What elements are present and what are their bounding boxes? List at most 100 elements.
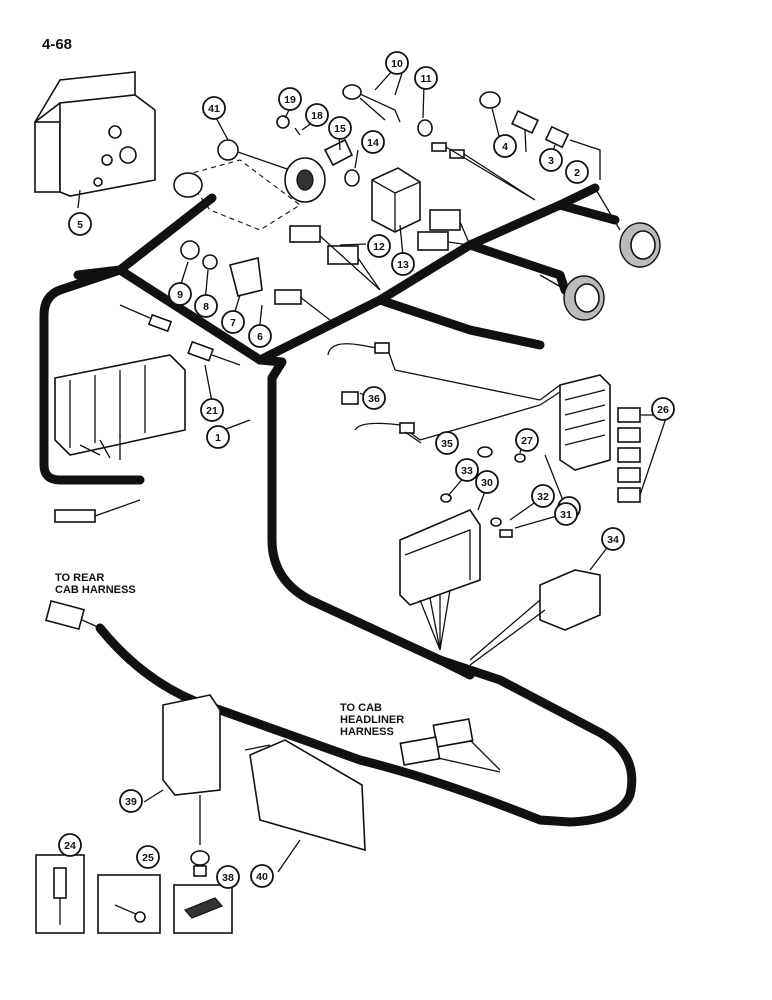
relays-26 <box>617 407 641 503</box>
callout-26: 26 <box>651 397 675 421</box>
callout-circle <box>58 833 82 857</box>
bracket-34 <box>469 569 601 666</box>
callout-6: 6 <box>248 324 272 348</box>
callout-number: 32 <box>537 491 549 503</box>
callout-circle <box>361 130 385 154</box>
callout-circle <box>328 116 352 140</box>
callout-7: 7 <box>221 310 245 334</box>
callout-circle <box>554 502 578 526</box>
callouts: 1234567891011121314151819212425262728303… <box>58 51 675 889</box>
callout-circle <box>221 310 245 334</box>
callout-38: 38 <box>216 865 240 889</box>
callout-14: 14 <box>361 130 385 154</box>
callout-27: 27 <box>515 428 539 452</box>
callout-34: 34 <box>601 527 625 551</box>
callout-circle <box>539 148 563 172</box>
callout-number: 10 <box>391 58 403 70</box>
lighter-2-3-4 <box>479 91 601 180</box>
callout-number: 21 <box>206 405 218 417</box>
label-line: CAB HARNESS <box>55 584 136 596</box>
callout-circle <box>248 324 272 348</box>
callout-number: 4 <box>502 141 508 153</box>
callout-8: 8 <box>194 294 218 318</box>
connector-21 <box>119 304 241 366</box>
callout-30: 30 <box>475 470 499 494</box>
callout-number: 14 <box>367 137 379 149</box>
switch-bank <box>54 354 186 523</box>
callout-number: 9 <box>177 289 183 301</box>
callout-9: 9 <box>168 282 192 306</box>
callout-number: 27 <box>521 435 533 447</box>
callout-number: 5 <box>77 219 83 231</box>
main-harness <box>39 183 637 827</box>
callout-21: 21 <box>200 398 224 422</box>
callout-number: 7 <box>230 317 236 329</box>
callout-number: 38 <box>222 872 234 884</box>
callout-number: 26 <box>657 404 669 416</box>
callout-circle <box>216 865 240 889</box>
callout-31: 31 <box>554 502 578 526</box>
callout-number: 30 <box>481 477 493 489</box>
callout-circle <box>651 397 675 421</box>
callout-35: 35 <box>435 431 459 455</box>
rear-cab-connector <box>45 599 101 631</box>
leader-lines <box>77 66 667 873</box>
callout-number: 8 <box>203 301 209 313</box>
to-rear-cab-harness-label: TO REAR CAB HARNESS <box>55 572 136 596</box>
switch-6-9 <box>180 240 331 321</box>
callout-number: 35 <box>441 438 453 450</box>
callout-25: 25 <box>136 845 160 869</box>
inset-24 <box>35 854 85 934</box>
callout-number: 24 <box>64 840 76 852</box>
callout-number: 39 <box>125 796 137 808</box>
callout-circle <box>194 294 218 318</box>
callout-10: 10 <box>385 51 409 75</box>
inset-25 <box>97 874 161 934</box>
callout-40: 40 <box>250 864 274 888</box>
round-connectors <box>539 187 661 321</box>
callout-number: 15 <box>334 123 346 135</box>
callout-number: 41 <box>208 103 220 115</box>
component-38 <box>190 850 210 877</box>
callout-number: 34 <box>607 534 619 546</box>
callout-number: 40 <box>256 871 268 883</box>
callout-number: 31 <box>560 509 572 521</box>
label-line: HARNESS <box>340 726 394 738</box>
callout-33: 33 <box>455 458 479 482</box>
callout-circle <box>168 282 192 306</box>
callout-circle <box>601 527 625 551</box>
headliner-connectors <box>399 718 501 773</box>
callout-circle <box>475 470 499 494</box>
callout-circle <box>278 87 302 111</box>
callout-3: 3 <box>539 148 563 172</box>
callout-5: 5 <box>68 212 92 236</box>
callout-number: 33 <box>461 465 473 477</box>
callout-13: 13 <box>391 252 415 276</box>
callout-circle <box>515 428 539 452</box>
fuse-panel-28 <box>539 374 611 471</box>
callout-15: 15 <box>328 116 352 140</box>
callout-number: 18 <box>311 110 323 122</box>
leads-35-36 <box>327 342 541 458</box>
callout-2: 2 <box>565 160 589 184</box>
callout-41: 41 <box>202 96 226 120</box>
callout-32: 32 <box>531 484 555 508</box>
callout-24: 24 <box>58 833 82 857</box>
callout-circle <box>305 103 329 127</box>
callout-number: 11 <box>420 73 431 85</box>
callout-circle <box>367 234 391 258</box>
callout-number: 1 <box>215 432 221 444</box>
callout-circle <box>250 864 274 888</box>
callout-circle <box>531 484 555 508</box>
connector-10-11 <box>342 84 536 201</box>
callout-circle <box>385 51 409 75</box>
callout-12: 12 <box>367 234 391 258</box>
callout-circle <box>119 789 143 813</box>
module-30 <box>399 509 481 651</box>
callout-circle <box>206 425 230 449</box>
callout-number: 36 <box>368 393 380 405</box>
callout-39: 39 <box>119 789 143 813</box>
callout-circle <box>68 212 92 236</box>
